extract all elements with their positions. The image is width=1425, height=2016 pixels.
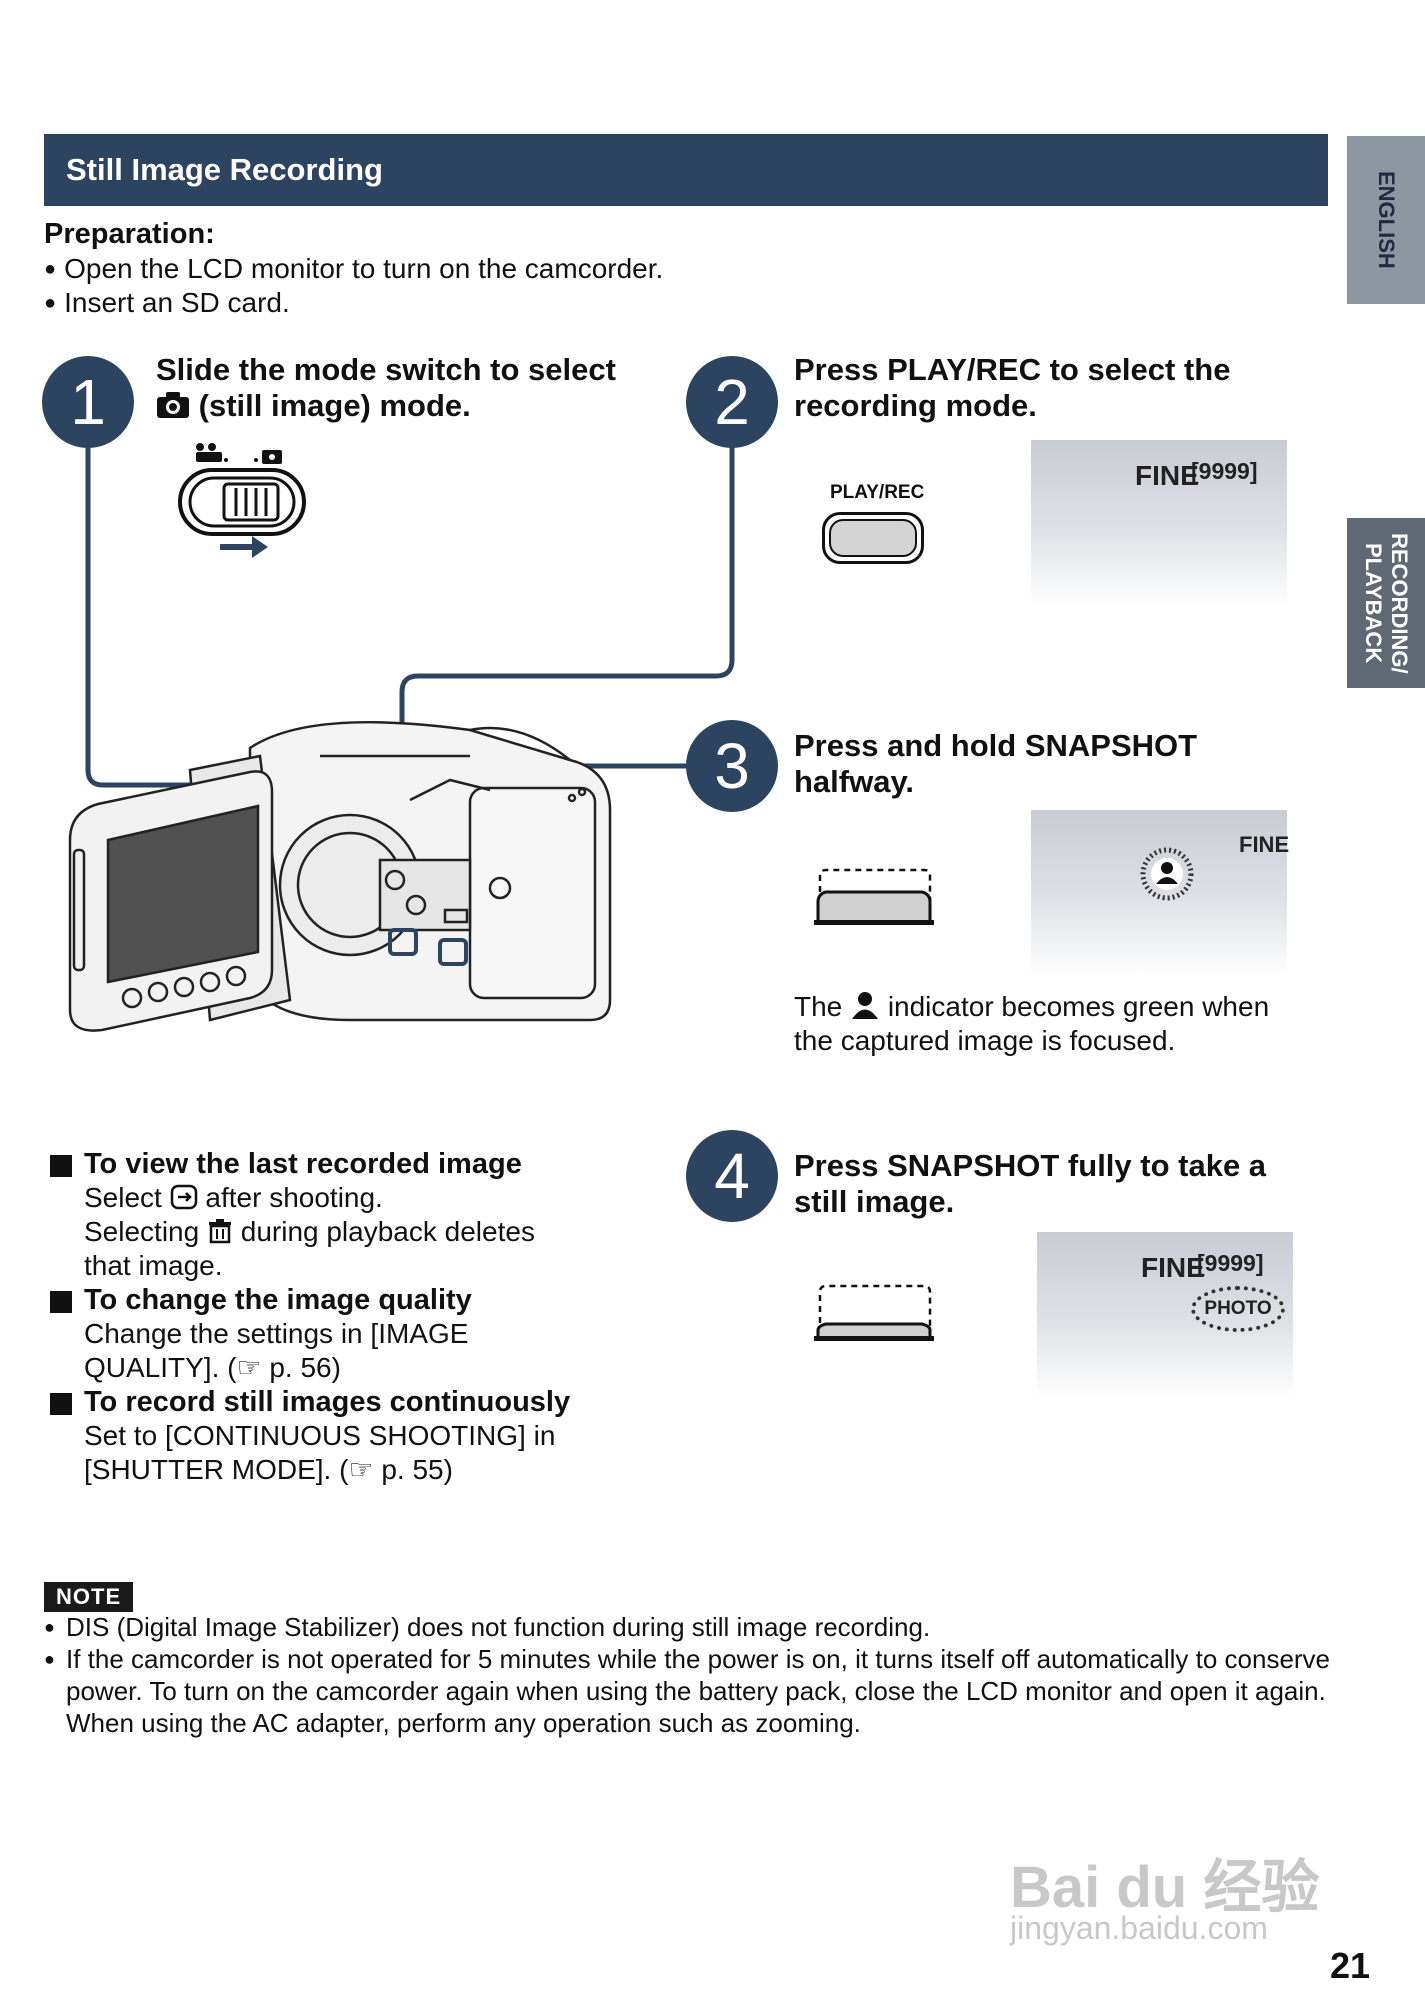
note-label: NOTE <box>44 1582 134 1612</box>
step-1-title-line1: Slide the mode switch to select <box>156 352 616 387</box>
mode-switch-illustration <box>178 443 306 558</box>
trash-icon <box>208 1219 231 1244</box>
step-1-number: 1 <box>42 356 134 448</box>
remaining-shots: [9999] <box>1191 458 1258 484</box>
photo-badge: PHOTO <box>1191 1286 1285 1332</box>
step-4-title-line2: still image. <box>794 1184 955 1219</box>
quality-indicator: FINE <box>1141 1252 1205 1283</box>
review-icon <box>170 1184 197 1210</box>
person-focus-icon <box>852 992 879 1019</box>
tip-body: Set to [CONTINUOUS SHOOTING] in <box>84 1420 556 1451</box>
camera-icon <box>157 392 189 418</box>
tab-english-label: ENGLISH <box>1374 171 1399 269</box>
tip-body: [SHUTTER MODE]. (☞ p. 55) <box>84 1454 453 1485</box>
preparation-item: Open the LCD monitor to turn on the camc… <box>44 252 663 289</box>
lcd-screen-focus: FINE <box>1031 810 1290 976</box>
step-3-title-line2: halfway. <box>794 764 915 799</box>
step-3-number: 3 <box>686 720 778 812</box>
step-3-title-line1: Press and hold SNAPSHOT <box>794 728 1198 763</box>
tab-recording-playback[interactable]: RECORDING/ PLAYBACK <box>1347 518 1425 688</box>
tip-heading: To view the last recorded image <box>50 1147 610 1181</box>
arrow-right-icon <box>220 536 268 558</box>
note-item: If the camcorder is not operated for 5 m… <box>44 1643 1344 1739</box>
page-number: 21 <box>1330 1945 1371 1986</box>
remaining-shots: [9999] <box>1197 1250 1264 1276</box>
tab-recording-label: RECORDING/ PLAYBACK <box>1361 532 1412 674</box>
snapshot-half-press-illustration <box>814 868 934 925</box>
quality-indicator: FINE <box>1135 460 1199 491</box>
lcd-screen-photo-taken: FINE [9999] PHOTO <box>1037 1232 1293 1398</box>
preparation-title: Preparation: <box>44 218 215 250</box>
preparation-item: Insert an SD card. <box>44 286 290 323</box>
note-item: DIS (Digital Image Stabilizer) does not … <box>44 1611 1344 1643</box>
watermark-url: jingyan.baidu.com <box>1010 1910 1268 1946</box>
step-2-number: 2 <box>686 356 778 448</box>
step-2-title-line2: recording mode. <box>794 388 1037 423</box>
still-mode-icon <box>254 450 282 464</box>
watermark-logo: Bai du 经验 <box>1010 1855 1320 1920</box>
step-1-title-line2: (still image) mode. <box>156 388 471 424</box>
notes-list: DIS (Digital Image Stabilizer) does not … <box>44 1611 1344 1739</box>
play-rec-button[interactable] <box>822 512 924 564</box>
tip-heading: To change the image quality <box>50 1283 610 1317</box>
step-3-caption: The indicator becomes green when the cap… <box>794 991 1270 1056</box>
section-header: Still Image Recording <box>44 134 1328 206</box>
quality-indicator: FINE <box>1239 832 1290 857</box>
lcd-screen-recording-mode: FINE [9999] <box>1031 440 1287 606</box>
snapshot-full-press-illustration <box>814 1284 934 1341</box>
video-mode-icon <box>196 443 228 462</box>
tips-list: To view the last recorded image Select a… <box>50 1147 610 1487</box>
focus-indicator-icon <box>1140 847 1194 901</box>
step-4-number: 4 <box>686 1130 778 1222</box>
tip-body: that image. <box>84 1250 223 1281</box>
tip-body: QUALITY]. (☞ p. 56) <box>84 1352 341 1383</box>
step-2-title-line1: Press PLAY/REC to select the <box>794 352 1231 387</box>
tip-body: Change the settings in [IMAGE <box>84 1318 469 1349</box>
tip-body: Select after shooting. <box>84 1182 383 1213</box>
step-4-title-line1: Press SNAPSHOT fully to take a <box>794 1148 1267 1183</box>
tip-body: Selecting during playback deletes <box>84 1216 535 1247</box>
play-rec-label: PLAY/REC <box>830 482 925 503</box>
tab-english[interactable]: ENGLISH <box>1347 136 1425 304</box>
tip-heading: To record still images continuously <box>50 1385 610 1419</box>
camcorder-illustration <box>68 720 612 1032</box>
